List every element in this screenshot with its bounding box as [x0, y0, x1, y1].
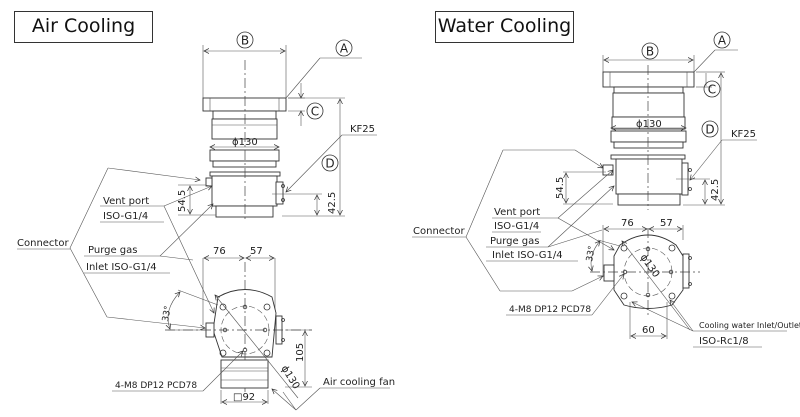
- water-cooling-side-view: ϕ130: [563, 49, 757, 210]
- svg-text:A: A: [718, 34, 727, 48]
- purge-iso-label: Inlet ISO-G1/4: [492, 250, 563, 261]
- water-cooling-bottom-view: 76 57 33° ϕ130 60 4-M8 DP12 PCD78 Coolin…: [506, 218, 800, 348]
- vent-port-label: Vent port: [494, 207, 540, 218]
- vent-iso-label: ISO-G1/4: [494, 221, 539, 232]
- svg-text:D: D: [705, 123, 714, 137]
- air-cooling-fan: [220, 359, 269, 389]
- svg-text:A: A: [340, 42, 349, 56]
- water-cooling-callouts: B A C D: [641, 31, 731, 138]
- svg-text:B: B: [646, 45, 654, 59]
- callout-b: [236, 31, 254, 49]
- air-cooling-bottom-view: 76 57 □92 33° 105 ϕ130: [112, 246, 395, 411]
- pump-body: [615, 158, 683, 195]
- callout-a: [335, 39, 353, 57]
- callout-c: [306, 102, 324, 120]
- svg-text:D: D: [325, 157, 334, 171]
- kf25-label: KF25: [731, 129, 756, 140]
- bolt-spec-label: 4-M8 DP12 PCD78: [509, 305, 591, 315]
- connector-label: Connector: [17, 238, 69, 249]
- vent-port-label: Vent port: [103, 196, 149, 207]
- callout-d: [701, 120, 719, 138]
- phi-130-label: ϕ130: [232, 137, 258, 148]
- vent-iso-label: ISO-G1/4: [103, 211, 148, 222]
- phi-130-label: ϕ130: [636, 119, 662, 130]
- dim-54-5: 54.5: [177, 190, 188, 212]
- air-cooling-callouts: B A C D: [236, 31, 353, 172]
- air-cooling-title: Air Cooling: [14, 11, 153, 43]
- svg-text:C: C: [311, 105, 319, 119]
- angle-33: 33°: [161, 305, 174, 322]
- callout-b: [641, 42, 659, 60]
- dim-60: 60: [642, 325, 655, 336]
- dim-76: 76: [213, 246, 226, 257]
- purge-iso-label: Inlet ISO-G1/4: [86, 262, 157, 273]
- dim-105: 105: [295, 343, 306, 362]
- pump-body: [211, 175, 278, 207]
- dim-42-5: 42.5: [327, 192, 338, 214]
- callout-d: [321, 154, 339, 172]
- callout-a: [713, 31, 731, 49]
- svg-text:B: B: [241, 34, 249, 48]
- fan-size-label: □92: [233, 392, 255, 403]
- dim-54-5: 54.5: [555, 177, 566, 199]
- kf25-label: KF25: [350, 124, 375, 135]
- dim-57: 57: [250, 246, 263, 257]
- dim-76: 76: [621, 218, 634, 229]
- bolt-spec-label: 4-M8 DP12 PCD78: [115, 381, 197, 391]
- purge-gas-label: Purge gas: [88, 245, 138, 256]
- cooling-water-label: Cooling water Inlet/Outlet: [699, 321, 800, 330]
- water-cooling-labels: KF25 54.5 42.5 Connector Vent port ISO-G…: [412, 129, 756, 292]
- pump-bottom-outline: [212, 289, 277, 358]
- dim-57: 57: [660, 218, 673, 229]
- inlet-flange: [602, 71, 695, 88]
- angle-33: 33°: [585, 245, 598, 262]
- callout-c: [703, 80, 721, 98]
- connector-label: Connector: [413, 226, 465, 237]
- purge-gas-label: Purge gas: [490, 236, 540, 247]
- cooling-iso-label: ISO-Rc1/8: [699, 336, 749, 347]
- air-cooling-labels: KF25 54.5 42.5 Connector Vent port ISO-G…: [17, 124, 375, 328]
- inlet-flange: [202, 97, 287, 112]
- svg-text:C: C: [708, 83, 716, 97]
- dim-42-5: 42.5: [710, 179, 721, 201]
- water-cooling-title: Water Cooling: [435, 11, 574, 43]
- fan-label: Air cooling fan: [323, 377, 395, 388]
- air-cooling-side-view: ϕ130: [178, 45, 377, 222]
